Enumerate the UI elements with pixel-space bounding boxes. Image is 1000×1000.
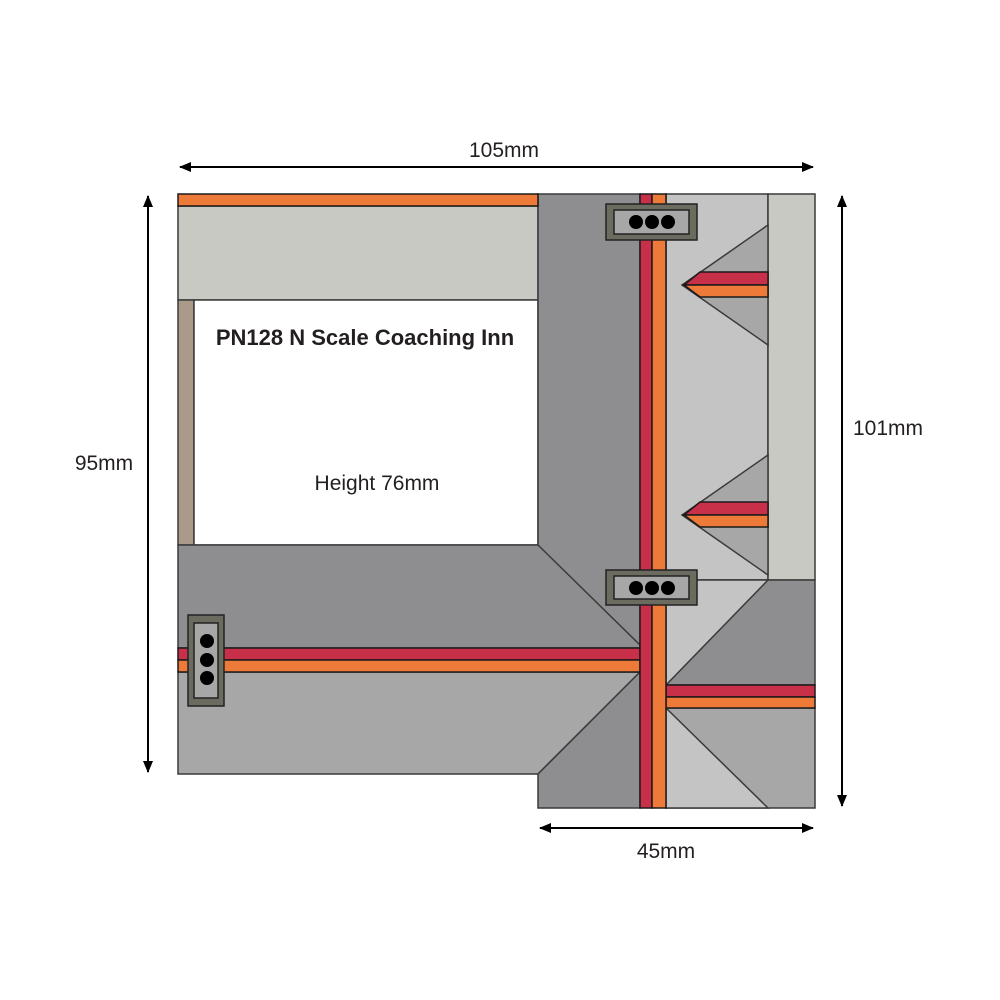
top-ridge	[177, 193, 539, 207]
chimney-left	[187, 614, 225, 707]
dormer-ridge-bottom-red	[681, 501, 769, 516]
left-side-strip	[177, 299, 195, 546]
right-ridge-red	[665, 684, 816, 698]
chimney-middle	[605, 569, 698, 606]
top-width-label: 105mm	[469, 139, 539, 162]
bottom-width-label: 45mm	[637, 840, 695, 863]
dormer-ridge-top-red	[681, 271, 769, 286]
dormer-ridge-bottom-orange	[681, 514, 769, 528]
right-wall-strip	[767, 193, 816, 581]
height-label: Height 76mm	[315, 472, 440, 495]
horizontal-ridge-red	[177, 647, 641, 661]
horizontal-ridge-orange	[177, 659, 641, 673]
chimney-top	[605, 203, 698, 241]
vertical-ridge-orange	[651, 193, 667, 809]
top-wall-strip	[177, 205, 539, 301]
dormer-ridge-top-orange	[681, 284, 769, 298]
right-ridge-orange	[665, 696, 816, 709]
vertical-ridge-red	[639, 193, 653, 809]
left-depth-label: 95mm	[75, 452, 133, 475]
model-title: PN128 N Scale Coaching Inn	[216, 325, 514, 350]
courtyard-area	[193, 299, 539, 546]
right-depth-label: 101mm	[853, 417, 923, 440]
